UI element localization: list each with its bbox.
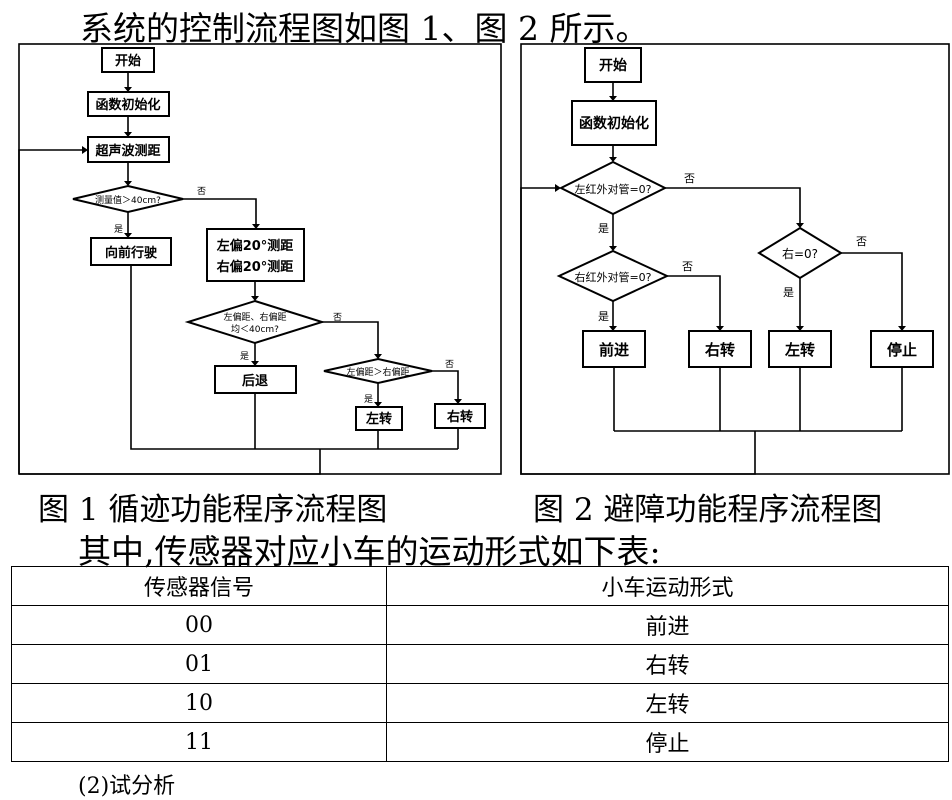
f1-left-box — [355, 406, 403, 431]
f1-forward-box — [90, 237, 172, 266]
figure-2-caption: 图 2 避障功能程序流程图 — [533, 492, 883, 528]
f1-init-box — [87, 91, 170, 117]
f1-right: 右转 — [446, 409, 473, 425]
f1-cond3-yes: 是 — [364, 394, 373, 405]
table-intro-text: 其中,传感器对应小车的运动形式如下表: — [78, 532, 661, 571]
f1-cond1: 测量值＞40cm? — [95, 194, 161, 206]
cut-off-line: (2)试分析 — [78, 774, 176, 799]
f1-left: 左转 — [366, 411, 392, 427]
figure-1-flowchart: 开始 函数初始化 超声波测距 测量值＞40cm? 否 是 向前行驶 左偏20°测… — [18, 43, 502, 475]
cell-motion: 前进 — [386, 605, 949, 645]
f2-cond2-yes: 是 — [598, 310, 609, 323]
f2-cond2-no: 否 — [682, 260, 693, 273]
f2-cond3: 右=0? — [782, 246, 818, 261]
f1-side-measure-box — [206, 228, 305, 282]
f2-cond1: 左红外对管=0? — [574, 182, 651, 196]
f1-side-measure-1: 左偏20°测距 — [217, 238, 294, 254]
cell-signal: 00 — [11, 605, 387, 645]
flowcharts: 开始 函数初始化 超声波测距 测量值＞40cm? 否 是 向前行驶 左偏20°测… — [18, 43, 950, 475]
f1-back-box — [214, 365, 297, 394]
f2-cond2: 右红外对管=0? — [574, 270, 651, 284]
cell-signal: 01 — [11, 644, 387, 684]
table-row: 11 停止 — [11, 722, 949, 762]
figure-1-caption: 图 1 循迹功能程序流程图 — [38, 492, 388, 528]
f1-cond3-no: 否 — [445, 359, 454, 370]
f1-start: 开始 — [115, 53, 141, 69]
f1-cond2-no: 否 — [333, 312, 342, 323]
cell-signal: 10 — [11, 683, 387, 723]
f2-cond1-no: 否 — [684, 172, 695, 185]
f1-init: 函数初始化 — [95, 97, 160, 113]
cell-motion: 停止 — [386, 722, 949, 762]
f1-measure: 超声波测距 — [95, 143, 160, 159]
f1-back: 后退 — [242, 373, 268, 389]
f1-cond2-1: 左偏距、右偏距 — [223, 311, 286, 323]
f1-cond3: 左偏距＞右偏距 — [346, 366, 409, 378]
cell-motion: 左转 — [386, 683, 949, 723]
f1-cond2-2: 均＜40cm? — [231, 323, 279, 335]
table-header-row: 传感器信号 小车运动形式 — [11, 566, 949, 606]
f2-forward: 前进 — [599, 341, 629, 359]
f2-init-box — [571, 100, 657, 146]
table-row: 00 前进 — [11, 605, 949, 645]
sensor-table: 传感器信号 小车运动形式 00 前进 01 右转 10 左转 11 停止 — [11, 566, 949, 762]
f2-right: 右转 — [705, 341, 735, 359]
intro-text: 系统的控制流程图如图 1、图 2 所示。 — [80, 9, 649, 48]
f1-cond1-yes: 是 — [114, 224, 123, 235]
f1-cond1-no: 否 — [197, 186, 206, 197]
table-row: 01 右转 — [11, 644, 949, 684]
f2-start: 开始 — [599, 57, 627, 74]
f2-cond1-yes: 是 — [598, 222, 609, 235]
table-row: 10 左转 — [11, 683, 949, 723]
f1-right-box — [434, 403, 486, 429]
header-motion: 小车运动形式 — [386, 566, 949, 606]
f2-cond3-no: 否 — [856, 235, 867, 248]
f2-cond3-yes: 是 — [783, 286, 794, 299]
cell-motion: 右转 — [386, 644, 949, 684]
f2-left: 左转 — [784, 341, 815, 359]
f2-init: 函数初始化 — [579, 115, 649, 132]
f1-forward: 向前行驶 — [105, 245, 157, 261]
header-sensor-signal: 传感器信号 — [11, 566, 387, 606]
f2-stop: 停止 — [887, 341, 917, 359]
f1-cond2-yes: 是 — [240, 351, 249, 362]
cell-signal: 11 — [11, 722, 387, 762]
f1-side-measure-2: 右偏20°测距 — [216, 259, 294, 275]
figure-2-flowchart: 开始 函数初始化 左红外对管=0? 否 是 右红外对管=0? 否 是 右=0? … — [520, 43, 950, 475]
